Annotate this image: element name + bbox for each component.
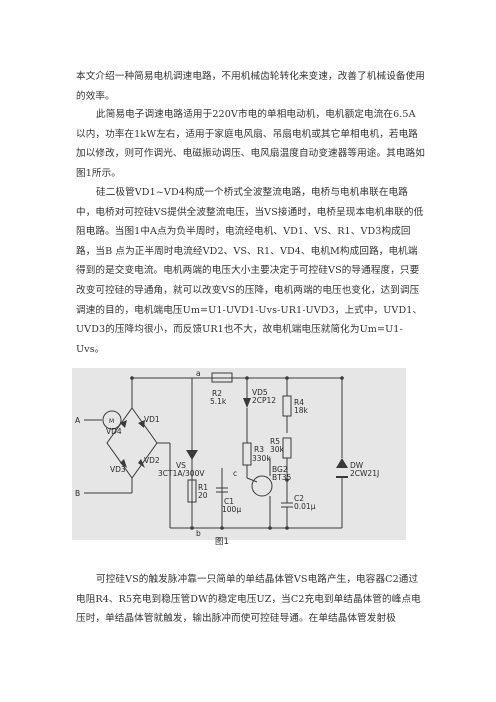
label-vs-value: 3CT1A/300V (158, 469, 205, 478)
label-c2: C2 (294, 494, 304, 503)
scope-paragraph: 此简易电子调速电路适用于220V市电的单相电动机，电机额定电流在6.5A以内，功… (76, 109, 425, 179)
label-bg2-value: BT35 (272, 473, 291, 482)
label-vd3: VD3 (110, 465, 126, 474)
circuit-diagram: A B M a b c VD1 VD4 VD2 VD3 R2 5.1k VD5 … (75, 369, 379, 547)
label-b-terminal: B (75, 489, 80, 498)
label-r5-value: 30k (270, 445, 285, 454)
label-vd5: VD5 (252, 388, 268, 397)
label-r2-value: 5.1k (210, 397, 227, 406)
label-r5: R5 (270, 437, 280, 446)
label-c1: C1 (224, 497, 234, 506)
label-r1: R1 (198, 483, 208, 492)
label-vd1: VD1 (144, 415, 160, 424)
label-c2-value: 0.01μ (294, 502, 316, 511)
label-r3-value: 330k (252, 454, 271, 463)
label-r4-value: 18k (294, 406, 309, 415)
label-bg2: BG2 (272, 465, 288, 474)
label-r2: R2 (212, 389, 222, 398)
label-vs: VS (176, 461, 186, 470)
label-dw-value: 2CW21J (350, 469, 379, 478)
label-c1-value: 100μ (222, 505, 241, 514)
intro-paragraph: 本文介绍一种简易电机调速电路，不用机械齿轮转化来变速，改善了机械设备使用的效率。 (76, 71, 425, 102)
label-r3: R3 (254, 445, 264, 454)
label-node-b: b (196, 529, 201, 538)
figure-caption: 图1 (215, 537, 229, 547)
trigger-circuit-paragraph: 可控硅VS的触发脉冲靠一只简单的单结晶体管VS电路产生，电容器C2通过电阻R4、… (76, 574, 421, 625)
bridge-rectifier-paragraph: 硅二极管VD1~VD4构成一个桥式全波整流电路，电桥与电机串联在电路中，电桥对可… (76, 187, 424, 355)
label-vd2: VD2 (144, 456, 160, 465)
label-r1-value: 20 (198, 491, 208, 500)
label-vd5-value: 2CP12 (252, 396, 276, 405)
circuit-diagram-figure: A B M a b c VD1 VD4 VD2 VD3 R2 5.1k VD5 … (72, 368, 406, 547)
label-a-terminal: A (75, 416, 81, 425)
label-motor: M (109, 418, 114, 425)
label-node-a: a (196, 369, 201, 378)
label-r4: R4 (294, 398, 304, 407)
label-vd4: VD4 (106, 427, 122, 436)
label-dw: DW (350, 461, 364, 470)
label-node-c: c (233, 469, 237, 478)
